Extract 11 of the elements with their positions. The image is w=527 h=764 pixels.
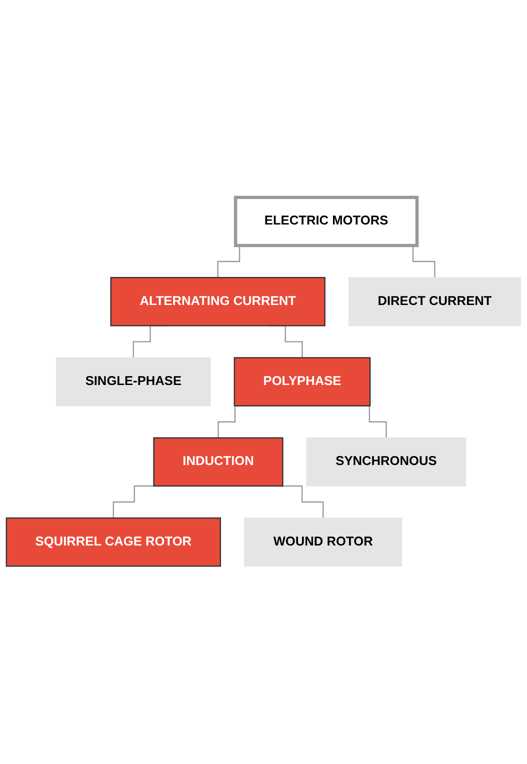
connector — [112, 486, 156, 519]
node-box: SINGLE-PHASE — [56, 358, 211, 406]
node-box: POLYPHASE — [234, 357, 371, 407]
connector — [281, 486, 324, 519]
node-box: ALTERNATING CURRENT — [110, 277, 326, 326]
node-box: SQUIRREL CAGE ROTOR — [6, 518, 222, 567]
node-box: INDUCTION — [153, 438, 284, 487]
node-box: WOUND ROTOR — [244, 518, 402, 567]
node-box: ELECTRIC MOTORS — [234, 196, 419, 248]
node-box: SYNCHRONOUS — [306, 438, 466, 487]
node-box: DIRECT CURRENT — [348, 277, 521, 326]
